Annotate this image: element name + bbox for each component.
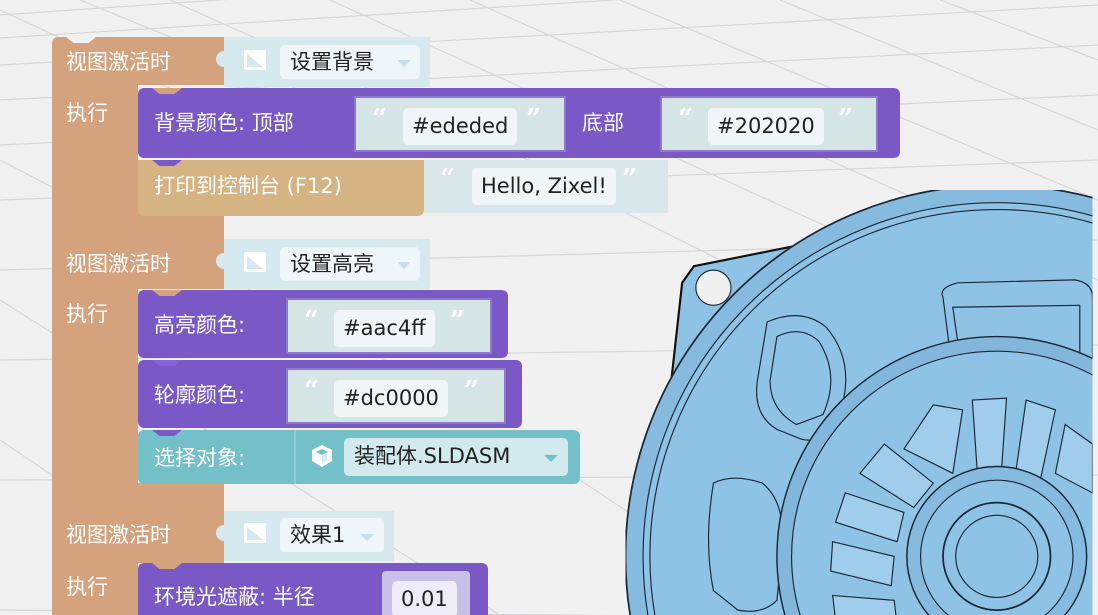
- view-dropdown-value: 效果1: [290, 523, 346, 547]
- quote-close-icon: ”: [622, 164, 637, 194]
- view-dropdown-value: 设置背景: [290, 50, 374, 74]
- select-object-block[interactable]: 选择对象: 装配体.SLDASM: [138, 430, 580, 484]
- view-dropdown-value: 设置高亮: [290, 252, 374, 276]
- view-dropdown[interactable]: 效果1: [280, 518, 384, 552]
- quote-open-icon: “: [372, 104, 387, 134]
- statement-label: 背景颜色: 顶部: [154, 111, 294, 135]
- highlight-color-input[interactable]: “ #aac4ff ”: [286, 298, 492, 354]
- chevron-down-icon: [397, 262, 411, 269]
- outline-color-input[interactable]: “ #dc0000 ”: [286, 368, 506, 424]
- statement-label: 选择对象:: [154, 446, 246, 470]
- image-icon: [244, 50, 266, 70]
- radius-input[interactable]: 0.01: [382, 571, 470, 615]
- object-dropdown[interactable]: 装配体.SLDASM: [344, 438, 568, 476]
- outline-color-value[interactable]: #dc0000: [334, 380, 448, 417]
- do-label: 执行: [66, 302, 108, 326]
- quote-close-icon: ”: [838, 104, 853, 134]
- view-dropdown[interactable]: 设置背景: [280, 45, 420, 79]
- statement-label: 打印到控制台 (F12): [154, 174, 342, 198]
- quote-open-icon: “: [304, 376, 319, 406]
- object-dropdown-value: 装配体.SLDASM: [354, 444, 511, 468]
- quote-open-icon: “: [304, 306, 319, 336]
- view-dropdown[interactable]: 设置高亮: [280, 247, 420, 281]
- image-icon: [244, 252, 266, 272]
- ambient-occlusion-block[interactable]: 环境光遮蔽: 半径 0.01: [138, 563, 488, 615]
- bottom-color-value[interactable]: #202020: [708, 108, 824, 145]
- event-label: 视图激活时: [66, 50, 171, 74]
- outline-color-block[interactable]: 轮廓颜色: “ #dc0000 ”: [138, 360, 522, 428]
- quote-open-icon: “: [678, 104, 693, 134]
- top-color-value[interactable]: #ededed: [403, 108, 518, 145]
- image-icon: [244, 523, 266, 543]
- quote-close-icon: ”: [464, 376, 479, 406]
- highlight-color-block[interactable]: 高亮颜色: “ #aac4ff ”: [138, 290, 508, 358]
- print-console-block[interactable]: 打印到控制台 (F12): [138, 160, 424, 216]
- print-message-value[interactable]: Hello, Zixel!: [472, 168, 616, 205]
- cad-model-assembly[interactable]: [620, 190, 1098, 615]
- do-label: 执行: [66, 101, 108, 125]
- bottom-color-input[interactable]: “ #202020 ”: [660, 96, 878, 152]
- chevron-down-icon: [397, 60, 411, 67]
- do-label: 执行: [66, 575, 108, 599]
- radius-value[interactable]: 0.01: [392, 581, 457, 615]
- background-color-block[interactable]: 背景颜色: 顶部 “ #ededed ” 底部 “ #202020 ”: [138, 88, 900, 158]
- quote-close-icon: ”: [526, 104, 541, 134]
- event-label: 视图激活时: [66, 252, 171, 276]
- bottom-label: 底部: [582, 111, 624, 135]
- statement-label: 环境光遮蔽: 半径: [154, 585, 315, 609]
- cube-icon: [310, 444, 334, 468]
- event-label: 视图激活时: [66, 523, 171, 547]
- statement-label: 高亮颜色:: [154, 313, 246, 337]
- statement-label: 轮廓颜色:: [154, 383, 246, 407]
- highlight-color-value[interactable]: #aac4ff: [334, 310, 435, 347]
- top-color-input[interactable]: “ #ededed ”: [354, 96, 566, 152]
- chevron-down-icon: [360, 534, 374, 541]
- quote-close-icon: ”: [450, 306, 465, 336]
- print-message-input[interactable]: “ Hello, Zixel! ”: [424, 160, 668, 213]
- quote-open-icon: “: [440, 164, 455, 194]
- chevron-down-icon: [544, 455, 558, 462]
